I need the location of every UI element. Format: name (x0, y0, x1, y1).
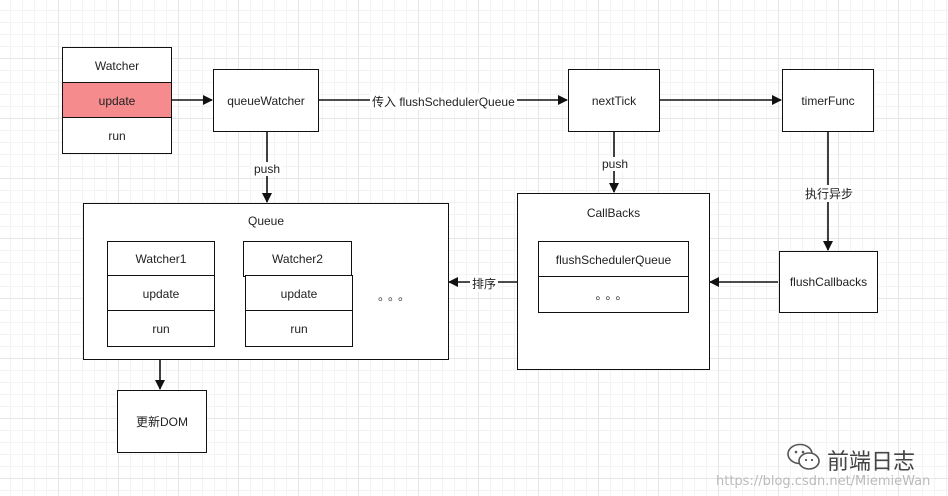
watcher-class-update: update (62, 82, 172, 119)
watcher-class-title: Watcher (62, 47, 172, 84)
update-dom-node: 更新DOM (117, 390, 207, 453)
queue-watcher2-run: run (245, 310, 353, 347)
watermark-url: https://blog.csdn.net/MiemieWan (716, 474, 931, 489)
edge-label-push-callbacks: push (600, 157, 631, 171)
watermark-brand: 前端日志 (827, 450, 916, 475)
callbacks-flush-item: flushSchedulerQueue (538, 241, 689, 278)
queue-watcher1-update: update (107, 275, 215, 312)
flush-callbacks-node: flushCallbacks (779, 251, 878, 313)
queue-watcher1-title: Watcher1 (107, 241, 215, 277)
callbacks-title: CallBacks (586, 206, 641, 220)
callbacks-ellipsis-item: 。。。 (538, 276, 689, 313)
wechat-logo-icon (787, 443, 820, 470)
edge-label-push-queue: push (252, 162, 283, 176)
queue-watcher1-run: run (107, 310, 215, 347)
edge-label-exec-async: 执行异步 (803, 185, 856, 202)
callbacks-ellipsis: 。。。 (595, 288, 632, 302)
timer-func-node: timerFunc (782, 69, 874, 132)
queue-title: Queue (247, 214, 285, 228)
watcher-class-run: run (62, 117, 172, 154)
queue-watcher-node: queueWatcher (213, 69, 319, 132)
queue-ellipsis: 。。。 (378, 289, 415, 303)
next-tick-node: nextTick (568, 69, 660, 132)
queue-watcher2-title: Watcher2 (243, 241, 352, 277)
queue-watcher2-update: update (245, 275, 353, 312)
edge-label-sort: 排序 (470, 275, 499, 292)
edge-label-pass-in: 传入 flushSchedulerQueue (370, 93, 517, 110)
